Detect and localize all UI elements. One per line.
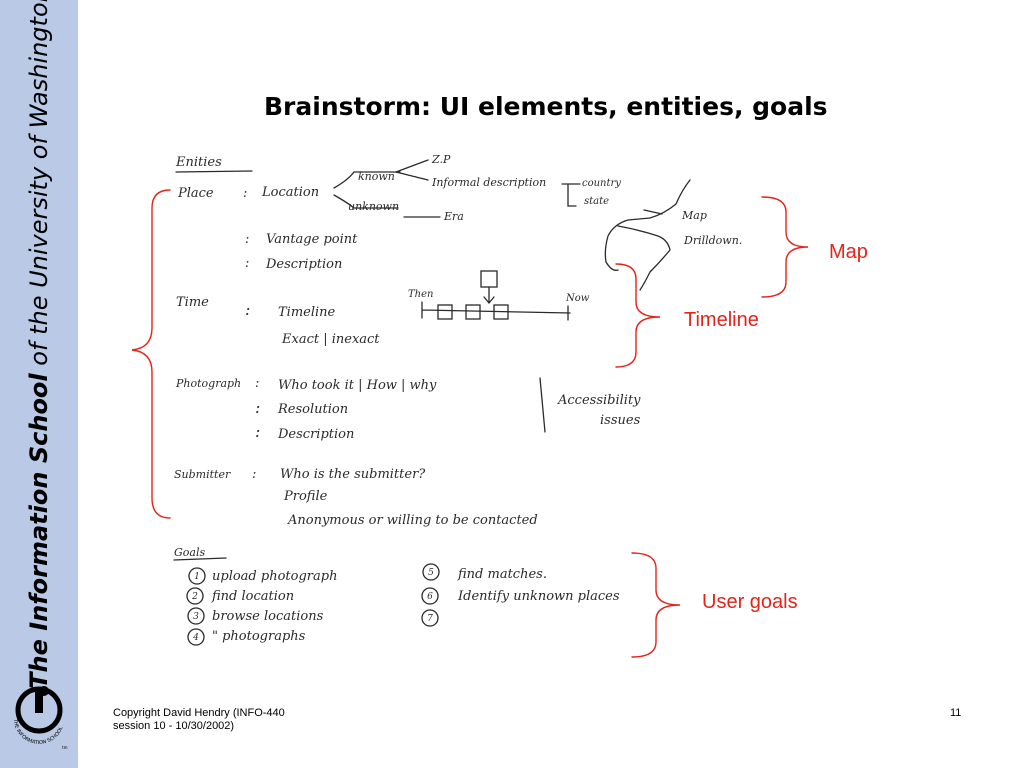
photograph-label: Photograph	[175, 377, 241, 390]
timeline-bracket	[615, 263, 661, 368]
place-colon: :	[243, 186, 247, 201]
country-label: country	[582, 178, 621, 189]
map-outline-south	[617, 225, 671, 291]
time-colon: :	[245, 300, 250, 319]
copyright-footer: Copyright David Hendry (INFO-440 session…	[113, 707, 285, 733]
user-goals-annotation: User goals	[702, 591, 798, 613]
photo-description-colon: :	[255, 422, 260, 441]
profile-label: Profile	[283, 489, 328, 504]
zip-label: Z.P	[431, 153, 451, 166]
logo-tm: tm	[62, 745, 68, 750]
drilldown-label: Drilldown.	[683, 234, 742, 247]
unknown-branch	[333, 194, 399, 209]
goal-circle-3	[187, 607, 205, 625]
map-label: Map	[681, 209, 707, 222]
goal-number-2: 2	[191, 592, 198, 602]
map-outline-north	[604, 179, 691, 271]
vantage-point-label: Vantage point	[266, 232, 358, 247]
goal-number-5: 5	[428, 568, 434, 578]
goal-circle-7	[421, 609, 439, 627]
goal-6: Identify unknown places	[457, 589, 620, 604]
goal-circle-2	[186, 587, 204, 605]
informal-branch	[395, 171, 429, 181]
goal-circle-6	[421, 587, 439, 605]
submitter-label: Submitter	[174, 468, 231, 481]
slide-title: Brainstorm: UI elements, entities, goals	[264, 92, 828, 121]
goal-number-4: 4	[192, 633, 199, 643]
entities-bracket	[131, 189, 171, 519]
time-label: Time	[176, 295, 209, 310]
goal-4: " photographs	[212, 629, 306, 644]
known-branch	[333, 171, 401, 189]
photograph-colon: :	[255, 376, 259, 391]
timeline-marker	[480, 270, 498, 288]
vantage-colon: :	[245, 232, 249, 247]
goal-2: find location	[211, 589, 294, 604]
goal-3: browse locations	[212, 609, 324, 624]
goal-number-1: 1	[194, 572, 200, 582]
timeline-annotation: Timeline	[684, 309, 759, 331]
accessibility-divider	[539, 377, 546, 433]
informal-description-label: Informal description	[431, 176, 546, 189]
country-state-bracket	[561, 183, 581, 207]
sidebar: The Information School of the University…	[0, 0, 78, 768]
timeline-label: Timeline	[278, 305, 336, 320]
description-label: Description	[265, 257, 342, 272]
location-label: Location	[261, 185, 319, 200]
then-label: Then	[408, 289, 433, 300]
goals-header: Goals	[174, 546, 205, 559]
place-label: Place	[177, 186, 214, 201]
issues-label: issues	[600, 413, 641, 428]
zip-branch	[395, 159, 429, 173]
entities-header: Enities	[175, 155, 222, 170]
unknown-label: unknown	[348, 200, 399, 213]
page-number: 11	[950, 707, 962, 719]
goals-underline	[173, 557, 227, 561]
resolution-colon: :	[255, 398, 260, 417]
known-label: known	[358, 170, 395, 183]
accessibility-label: Accessibility	[557, 393, 641, 408]
description-colon: :	[245, 256, 249, 271]
timeline-box-3	[493, 304, 509, 320]
goal-number-6: 6	[427, 592, 433, 602]
copyright-line-1: Copyright David Hendry (INFO-440	[113, 707, 285, 719]
resolution-label: Resolution	[277, 402, 348, 417]
goal-number-3: 3	[193, 612, 199, 622]
timeline-box-2	[465, 304, 481, 320]
submitter-colon: :	[252, 467, 256, 482]
who-is-submitter-label: Who is the submitter?	[280, 467, 426, 482]
photo-description-label: Description	[277, 427, 354, 442]
timeline-axis	[421, 301, 571, 321]
goal-number-7: 7	[427, 614, 433, 624]
goal-circle-5	[422, 563, 440, 581]
era-label: Era	[443, 210, 464, 223]
goal-1: upload photograph	[212, 569, 337, 584]
anonymous-label: Anonymous or willing to be contacted	[287, 513, 538, 528]
user-goals-bracket	[631, 552, 681, 658]
now-label: Now	[565, 293, 590, 304]
map-annotation: Map	[829, 241, 868, 263]
map-bracket	[761, 196, 809, 298]
goal-circle-4	[187, 628, 205, 646]
goal-5: find matches.	[457, 567, 547, 582]
goal-circle-1	[188, 567, 206, 585]
who-took-it-label: Who took it | How | why	[278, 378, 437, 393]
exact-inexact-label: Exact | inexact	[281, 332, 380, 347]
entities-underline	[175, 170, 253, 173]
state-label: state	[584, 196, 609, 207]
timeline-box-1	[437, 304, 453, 320]
map-arrow	[643, 209, 663, 215]
ischool-logo-icon: THE INFORMATION SCHOOL tm	[12, 686, 68, 750]
timeline-marker-arrow	[483, 286, 495, 305]
copyright-line-2: session 10 - 10/30/2002)	[113, 720, 235, 732]
